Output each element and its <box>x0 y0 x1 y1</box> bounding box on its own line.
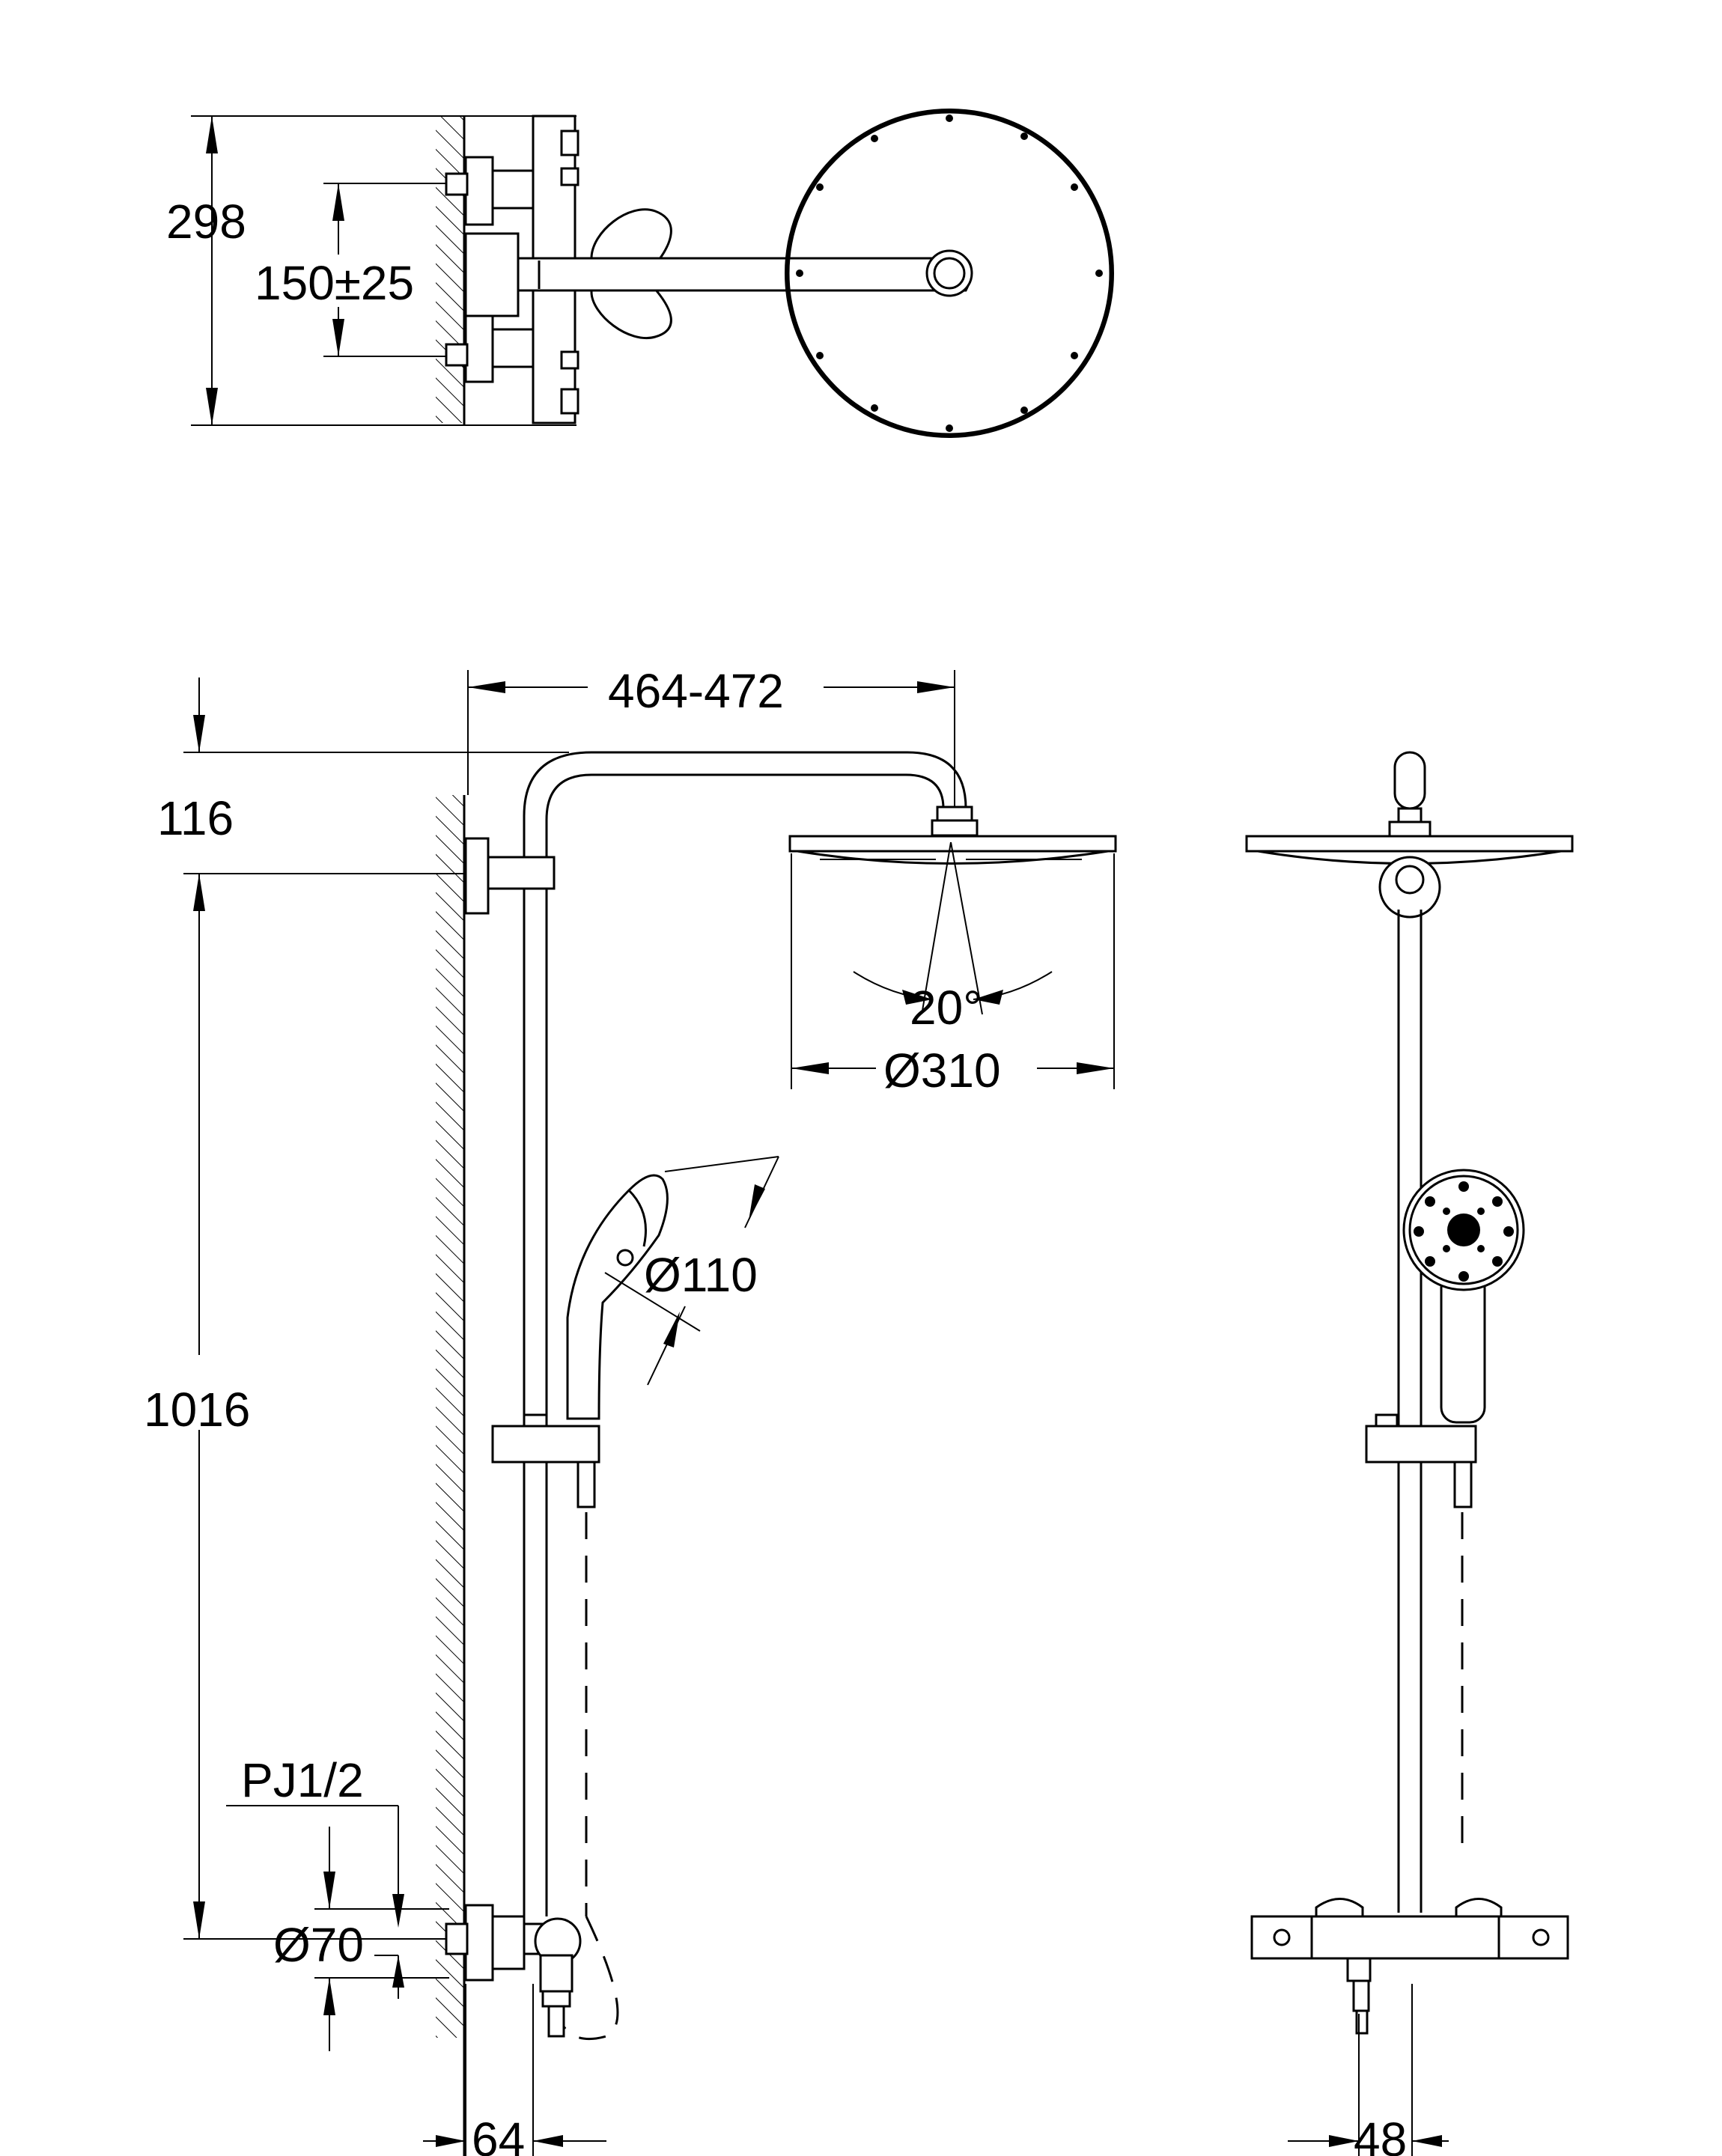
hand-shower-handle-front <box>1440 1271 1486 1424</box>
wall-hatch-top <box>436 116 464 423</box>
hand-shower-diameter-label: Ø110 <box>644 1248 758 1302</box>
shower-head-front <box>1245 835 1574 853</box>
height-298-label: 298 <box>166 195 246 249</box>
thread-label: PJ1/2 <box>241 1753 364 1807</box>
side-view: 464-472 116 1016 Ø310 <box>144 664 1117 2156</box>
spray-angle-label: 20° <box>910 981 982 1035</box>
arm-stub-front <box>1393 751 1426 810</box>
front-view: 48 <box>1245 751 1574 2156</box>
spacing-150-label: 150±25 <box>255 256 414 310</box>
wall-depth-label: 64 <box>472 2113 525 2156</box>
slider-front <box>1365 1425 1477 1464</box>
wall-hatch-side <box>436 795 464 2038</box>
rail-height-label: 1016 <box>144 1383 250 1437</box>
shower-head-top <box>785 109 1114 438</box>
projection-label: 464-472 <box>608 664 784 718</box>
depth-48-label: 48 <box>1354 2113 1407 2156</box>
slider-side <box>491 1425 600 1464</box>
top-offset-label: 116 <box>157 791 234 845</box>
hand-shower-side <box>566 1174 669 1420</box>
pipe-diameter-label: Ø70 <box>273 1918 364 1972</box>
head-diameter-label: Ø310 <box>883 1044 1001 1097</box>
top-view: 298 150±25 <box>166 109 1114 438</box>
riser-pipe-outer <box>523 751 967 1916</box>
